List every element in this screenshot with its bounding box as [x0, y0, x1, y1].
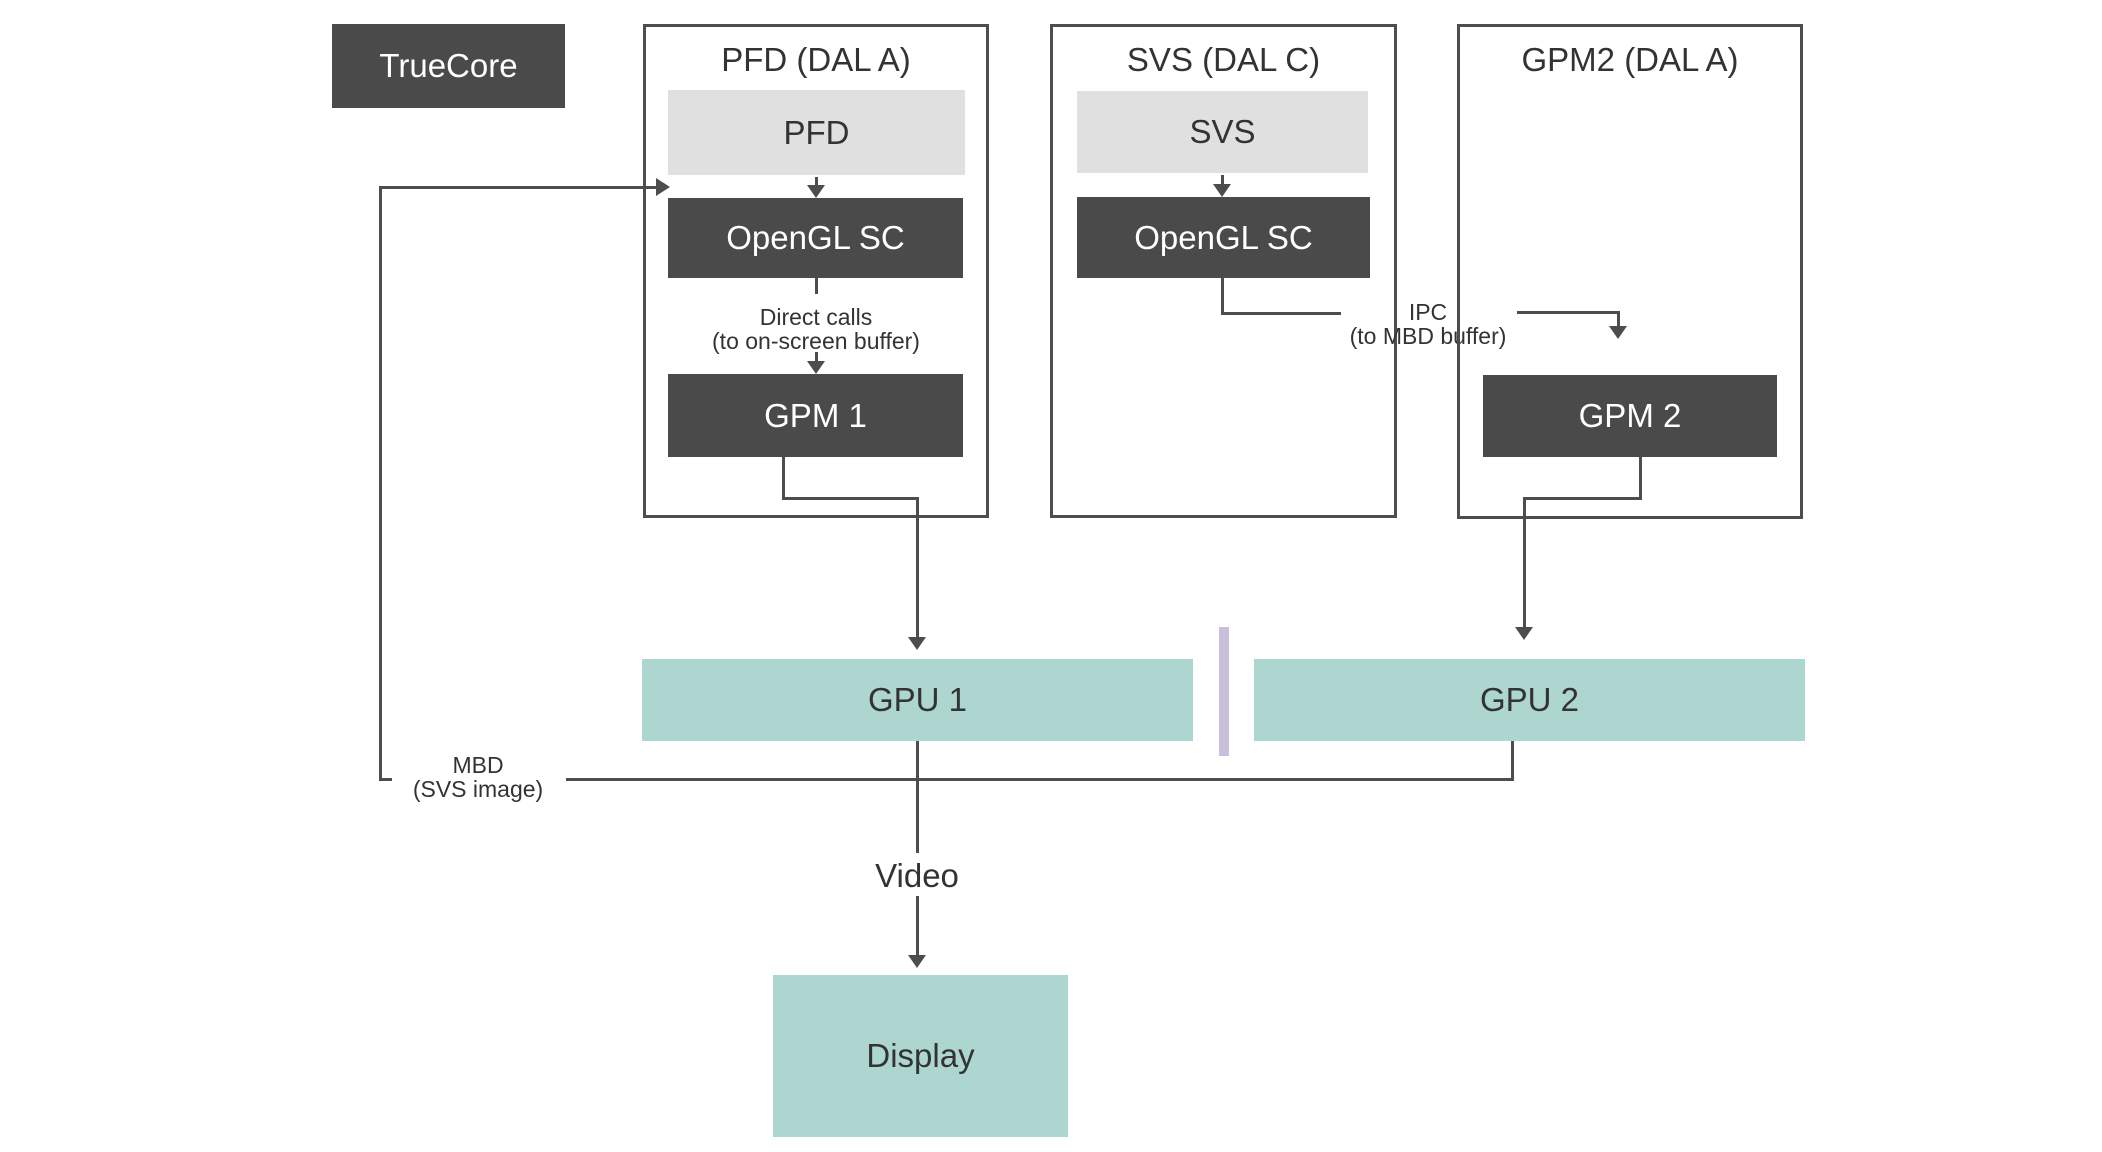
mbd-to-pfd-arrowhead-icon — [656, 178, 670, 196]
display-box: Display — [773, 975, 1068, 1137]
svs-partition-container — [1050, 24, 1397, 518]
svs-opengl-sc-box: OpenGL SC — [1077, 197, 1370, 278]
ipc-label-line1: IPC — [1408, 299, 1448, 325]
mbd-label-line1: MBD — [452, 752, 504, 778]
svs-app-box: SVS — [1077, 91, 1368, 173]
direct-calls-label: Direct calls (to on-screen buffer) — [668, 305, 964, 353]
gpm2-connector-segment — [1639, 457, 1642, 500]
gpu-partition-divider — [1219, 627, 1229, 756]
mbd-loop-segment — [379, 186, 382, 781]
video-to-display-arrowhead-icon — [908, 955, 926, 968]
svs-ipc-horizontal-line — [1221, 312, 1341, 315]
gpm2-partition-container — [1457, 24, 1803, 519]
ipc-label-line2: (to MBD buffer) — [1349, 323, 1507, 349]
pfd-partition-container — [643, 24, 989, 518]
direct-calls-label-line2: (to on-screen buffer) — [712, 328, 920, 354]
video-label: Video — [875, 857, 959, 894]
svs-partition-title: SVS (DAL C) — [1126, 41, 1321, 78]
mbd-label: MBD (SVS image) — [368, 753, 588, 801]
svs-ipc-vertical-line — [1221, 278, 1224, 315]
gpm2-box: GPM 2 — [1483, 375, 1777, 457]
gpm1-connector-segment — [782, 457, 785, 500]
pfd-app-box: PFD — [668, 90, 965, 175]
truecore-box: TrueCore — [332, 24, 565, 108]
video-line-segment — [916, 741, 919, 853]
svs-to-opengl-line — [1221, 175, 1224, 186]
mbd-loop-segment — [566, 778, 1514, 781]
gpm2-connector-segment — [1523, 497, 1642, 500]
pfd-to-opengl-line — [815, 177, 818, 187]
gpm1-connector-segment — [782, 497, 919, 500]
mbd-loop-segment — [379, 186, 657, 189]
gpu1-bar: GPU 1 — [642, 659, 1193, 741]
gpm1-connector-segment — [916, 497, 919, 637]
pfd-opengl-sc-box: OpenGL SC — [668, 198, 963, 278]
gpm1-box: GPM 1 — [668, 374, 963, 457]
opengl-to-gpm1-stub-line — [815, 278, 818, 294]
ipc-down-line — [1617, 311, 1620, 327]
pfd-partition-title: PFD (DAL A) — [721, 41, 911, 78]
gpm2-connector-segment — [1523, 497, 1526, 628]
ipc-label: IPC (to MBD buffer) — [1330, 300, 1526, 348]
mbd-loop-segment — [379, 778, 392, 781]
direct-calls-label-line1: Direct calls — [759, 304, 873, 330]
gpu2-bar: GPU 2 — [1254, 659, 1805, 741]
video-line-segment — [916, 896, 919, 955]
mbd-loop-segment — [1511, 741, 1514, 781]
mbd-label-line2: (SVS image) — [412, 776, 544, 802]
gpm1-to-gpu1-arrowhead-icon — [908, 637, 926, 650]
gpm2-to-gpu2-arrowhead-icon — [1515, 627, 1533, 640]
ipc-arrowhead-icon — [1609, 326, 1627, 339]
pfd-to-opengl-arrowhead-icon — [807, 185, 825, 198]
ipc-continuation-line — [1517, 311, 1620, 314]
direct-calls-to-gpm1-arrowhead-icon — [807, 361, 825, 374]
gpm2-partition-title: GPM2 (DAL A) — [1521, 41, 1739, 78]
direct-calls-to-gpm1-line — [815, 352, 818, 363]
svs-to-opengl-arrowhead-icon — [1213, 184, 1231, 197]
